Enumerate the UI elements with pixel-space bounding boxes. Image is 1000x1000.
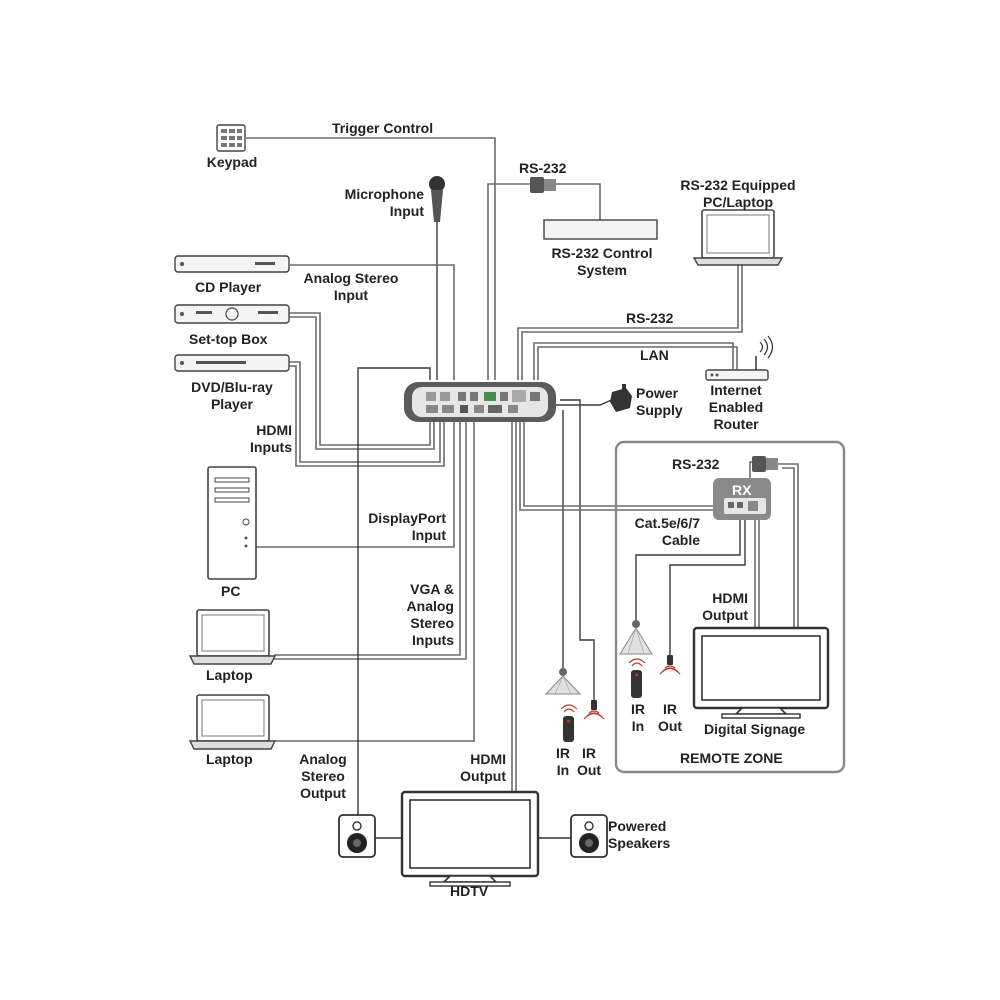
set-top-box-icon — [174, 304, 290, 324]
keypad-label: Keypad — [206, 154, 258, 170]
ir-receiver-icon — [619, 620, 653, 655]
rs232-control-system-link — [556, 183, 601, 220]
lan-cable-b — [537, 346, 738, 380]
rs232-control-cable — [487, 183, 532, 380]
hdtv-icon — [400, 790, 540, 887]
rs232-connector-icon — [752, 456, 778, 472]
rx-ir-in-cable — [635, 520, 741, 620]
power-cable — [552, 397, 617, 406]
rx-label: RX — [732, 482, 752, 498]
rs232-pc-cable-b — [521, 265, 743, 380]
rs232-control-system-icon — [543, 219, 658, 240]
rs232-pc-label: RS-232 Equipped PC/Laptop — [680, 177, 796, 210]
cat-cable-label: Cat.5e/6/7 Cable — [634, 515, 700, 548]
stb-hdmi-cable-b — [289, 316, 435, 450]
digital-signage-label: Digital Signage — [704, 721, 806, 737]
rs232-rx-label: RS-232 — [672, 456, 720, 472]
rx-rs232-link-b — [782, 467, 795, 628]
lan-cable — [533, 342, 734, 380]
rs232-connector-icon — [530, 177, 556, 193]
digital-signage-icon — [692, 626, 830, 719]
laptop1-label: Laptop — [206, 667, 253, 683]
rx-rs232-link — [778, 463, 799, 628]
analog-output-cable — [357, 367, 431, 820]
ir-out-rx-label: IR Out — [657, 701, 683, 734]
rs232-mid-label: RS-232 — [626, 310, 674, 326]
analog-stereo-input-label: Analog Stereo Input — [303, 270, 399, 303]
ir-in-rx-label: IR In — [631, 701, 645, 734]
speaker-icon — [570, 814, 608, 858]
router-icon — [705, 335, 774, 381]
rs232-control-label: RS-232 Control System — [551, 245, 653, 278]
hdtv-label: HDTV — [450, 883, 489, 899]
dvd-player-label: DVD/Blu-ray Player — [191, 379, 273, 412]
pc-label: PC — [221, 583, 241, 599]
transmitter-icon — [404, 382, 556, 422]
lan-label: LAN — [640, 347, 669, 363]
analog-stereo-output-label: Analog Stereo Output — [299, 751, 347, 801]
ir-out-label: IR Out — [576, 745, 602, 778]
vga-inputs-label: VGA & Analog Stereo Inputs — [406, 581, 454, 648]
dvd-hdmi-cable-b — [289, 365, 445, 467]
dvd-hdmi-cable — [289, 361, 441, 463]
set-top-box-label: Set-top Box — [189, 331, 268, 347]
displayport-cable — [256, 422, 455, 548]
laptop-icon — [188, 694, 277, 750]
ir-in-label: IR In — [556, 745, 570, 778]
dvd-player-icon — [174, 354, 290, 372]
ir-receiver-icon — [544, 668, 582, 695]
powered-speakers-label: Powered Speakers — [608, 818, 671, 851]
laptop2-cable — [274, 422, 475, 742]
hdmi-output-label: HDMI Output — [460, 751, 506, 784]
microphone-label: Microphone Input — [344, 186, 424, 219]
remote-zone-label: REMOTE ZONE — [680, 750, 783, 766]
microphone-icon — [429, 176, 445, 222]
laptop-icon — [188, 609, 277, 665]
pc-tower-icon — [207, 466, 257, 580]
remote-control-icon — [628, 658, 646, 698]
rs232-top-label: RS-232 — [519, 160, 567, 176]
vga-cable — [274, 422, 461, 656]
trigger-control-label: Trigger Control — [332, 120, 434, 136]
remote-zone-box — [614, 440, 846, 774]
router-label: Internet Enabled Router — [708, 382, 764, 432]
power-supply-label: Power Supply — [636, 385, 683, 418]
laptop2-label: Laptop — [206, 751, 253, 767]
keypad-icon — [216, 124, 246, 152]
rs232-pc-laptop-icon — [692, 209, 784, 266]
ir-emitter-icon — [583, 700, 605, 720]
hdmi-output-rx-label: HDMI Output — [702, 590, 748, 623]
cd-analog-cable — [290, 264, 455, 380]
stb-hdmi-cable — [289, 312, 431, 446]
remote-control-icon — [560, 704, 578, 742]
cd-player-icon — [174, 255, 290, 273]
hdmi-inputs-label: HDMI Inputs — [250, 422, 292, 455]
ir-out-cable — [560, 399, 595, 700]
vga-audio-cable — [274, 422, 467, 660]
ir-emitter-icon — [659, 655, 681, 675]
rx-ir-out-cable — [669, 520, 746, 655]
trigger-control-cable — [246, 137, 496, 380]
displayport-input-label: DisplayPort Input — [368, 510, 446, 543]
power-adapter-icon — [610, 384, 632, 412]
speaker-icon — [338, 814, 376, 858]
cd-player-label: CD Player — [195, 279, 262, 295]
receiver-icon — [713, 478, 771, 520]
rs232-pc-cable — [517, 265, 739, 380]
